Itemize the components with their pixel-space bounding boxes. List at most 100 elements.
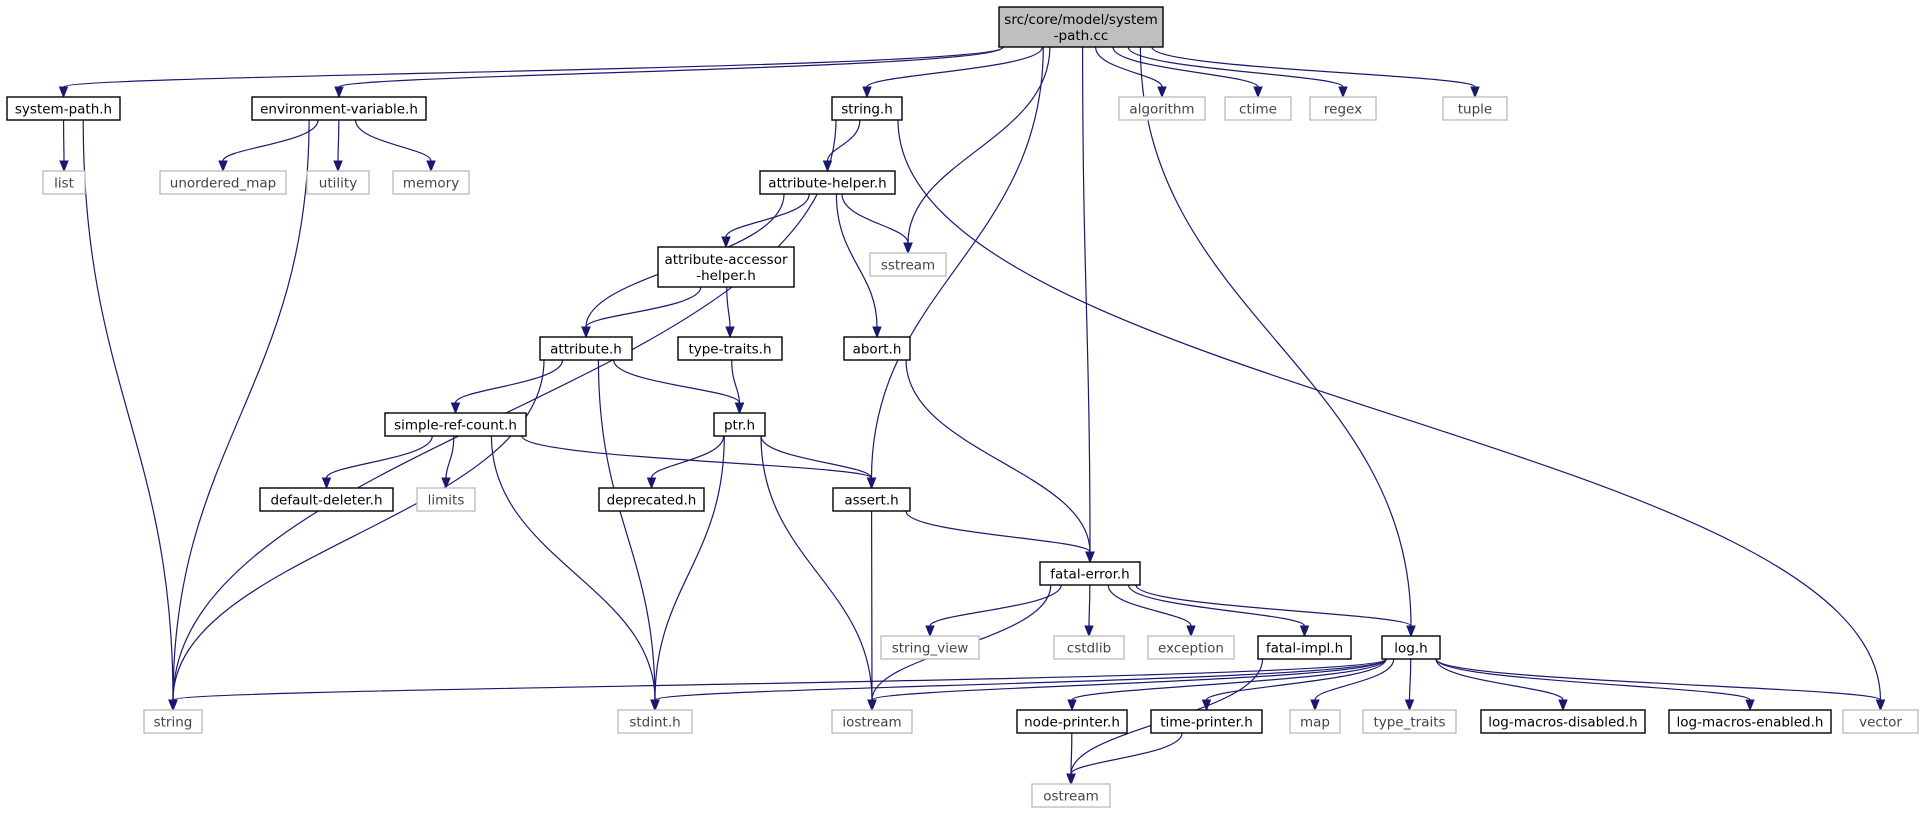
edge-line <box>82 119 174 701</box>
node-label: sstream <box>881 258 935 274</box>
edge-line <box>731 359 741 404</box>
edge-line <box>62 46 1004 88</box>
node-abort-h[interactable]: abort.h <box>843 336 911 361</box>
arrow-head-icon <box>1745 699 1755 712</box>
node-attribute-accessor-helper-h[interactable]: attribute-accessor-helper.h <box>657 246 795 288</box>
node-box <box>832 487 911 512</box>
node-system-path-h[interactable]: system-path.h <box>6 96 121 121</box>
edge-line <box>1070 732 1073 775</box>
node-log-macros-disabled-h[interactable]: log-macros-disabled.h <box>1480 709 1646 734</box>
node-box <box>759 170 896 195</box>
edge-line <box>1107 584 1192 627</box>
edge-attribute_h-to-ptr_h <box>613 359 745 415</box>
edge-line <box>172 359 545 701</box>
node-label: type_traits <box>1373 715 1445 731</box>
edge-log_h-to-log_macros_enabled_h <box>1435 658 1755 712</box>
edge-log_h-to-vector <box>1435 658 1886 712</box>
arrow-head-icon <box>646 477 657 490</box>
node-label: attribute.h <box>550 342 622 358</box>
node-box <box>598 487 705 512</box>
node-string-h[interactable]: string.h <box>831 96 903 121</box>
node-label: memory <box>403 176 459 192</box>
edge-line <box>597 359 656 701</box>
node-stdint-h: stdint.h <box>617 709 693 734</box>
node-type-traits-h[interactable]: type-traits.h <box>677 336 783 361</box>
node-label: log-macros-disabled.h <box>1488 715 1637 731</box>
arrow-head-icon <box>1067 699 1077 712</box>
edge-attribute_accessor_helper_h-to-attribute_h <box>581 286 702 339</box>
edge-root-to-regex <box>1127 46 1348 99</box>
node-box <box>143 709 203 734</box>
node-label: fatal-error.h <box>1050 567 1130 583</box>
arrow-head-icon <box>58 86 69 99</box>
edge-line <box>841 193 909 244</box>
node-ctime: ctime <box>1224 96 1292 121</box>
node-box <box>1224 96 1292 121</box>
node-ptr-h[interactable]: ptr.h <box>713 412 766 437</box>
node-label: log.h <box>1394 641 1427 657</box>
node-box <box>6 96 121 121</box>
node-default-deleter-h[interactable]: default-deleter.h <box>259 487 394 512</box>
node-deprecated-h[interactable]: deprecated.h <box>598 487 705 512</box>
node-box <box>998 6 1164 48</box>
edge-root-to-system_path_h <box>58 46 1004 99</box>
node-label: attribute-helper.h <box>768 176 886 192</box>
node-fatal-impl-h[interactable]: fatal-impl.h <box>1257 635 1352 660</box>
node-fatal-error-h[interactable]: fatal-error.h <box>1039 561 1141 586</box>
edge-attribute_h-to-stdint_h <box>597 359 660 712</box>
node-box <box>1362 709 1457 734</box>
node-vector: vector <box>1842 709 1919 734</box>
node-memory: memory <box>392 170 470 195</box>
node-log-macros-enabled-h[interactable]: log-macros-enabled.h <box>1668 709 1832 734</box>
arrow-head-icon <box>1404 699 1415 712</box>
node-label: assert.h <box>844 493 898 509</box>
node-node-printer-h[interactable]: node-printer.h <box>1016 709 1128 734</box>
node-assert-h[interactable]: assert.h <box>832 487 911 512</box>
node-unordered-map: unordered_map <box>159 170 287 195</box>
node-label: limits <box>428 493 465 509</box>
edge-abort_h-to-fatal_error_h <box>905 359 1095 564</box>
node-iostream: iostream <box>831 709 913 734</box>
edge-line <box>1127 46 1344 88</box>
node-box <box>539 336 633 361</box>
edge-line <box>1088 584 1091 627</box>
node-label: iostream <box>842 715 901 731</box>
edge-line <box>337 119 340 162</box>
node-box <box>1039 561 1141 586</box>
node-environment-variable-h[interactable]: environment-variable.h <box>251 96 427 121</box>
edge-attribute_accessor_helper_h-to-type_traits_h <box>725 286 735 339</box>
node-label: attribute-accessor <box>664 252 788 268</box>
arrow-head-icon <box>866 477 877 490</box>
node-box <box>1016 709 1128 734</box>
edge-root-to-algorithm <box>1094 46 1167 99</box>
node-label: fatal-impl.h <box>1266 641 1343 657</box>
node-box <box>1053 635 1125 660</box>
node-root[interactable]: src/core/model/system-path.cc <box>998 6 1164 48</box>
edge-system_path_h-to-string <box>82 119 178 712</box>
node-log-h[interactable]: log.h <box>1381 635 1441 660</box>
node-label: unordered_map <box>170 176 276 192</box>
edge-line <box>1135 584 1412 627</box>
edge-line <box>897 119 1882 701</box>
edge-line <box>521 435 873 479</box>
node-label: string_view <box>892 641 969 657</box>
edge-fatal_error_h-to-exception <box>1107 584 1196 638</box>
node-time-printer-h[interactable]: time-printer.h <box>1150 709 1263 734</box>
edge-attribute_h-to-simple_ref_count_h <box>450 359 564 415</box>
edge-line <box>1435 658 1882 701</box>
node-label: list <box>54 176 74 192</box>
arrow-head-icon <box>867 699 877 712</box>
edge-time_printer_h-to-ostream <box>1066 732 1183 786</box>
node-box <box>713 412 766 437</box>
node-label: regex <box>1324 102 1362 118</box>
edge-line <box>905 510 1091 553</box>
node-attribute-h[interactable]: attribute.h <box>539 336 633 361</box>
node-attribute-helper-h[interactable]: attribute-helper.h <box>759 170 896 195</box>
edge-system_path_h-to-list <box>59 119 69 173</box>
node-label: -path.cc <box>1054 28 1109 44</box>
arrow-head-icon <box>441 477 451 490</box>
arrow-head-icon <box>1201 699 1212 712</box>
node-simple-ref-count-h[interactable]: simple-ref-count.h <box>384 412 527 437</box>
edge-line <box>826 119 861 162</box>
edge-log_h-to-map <box>1310 658 1395 712</box>
